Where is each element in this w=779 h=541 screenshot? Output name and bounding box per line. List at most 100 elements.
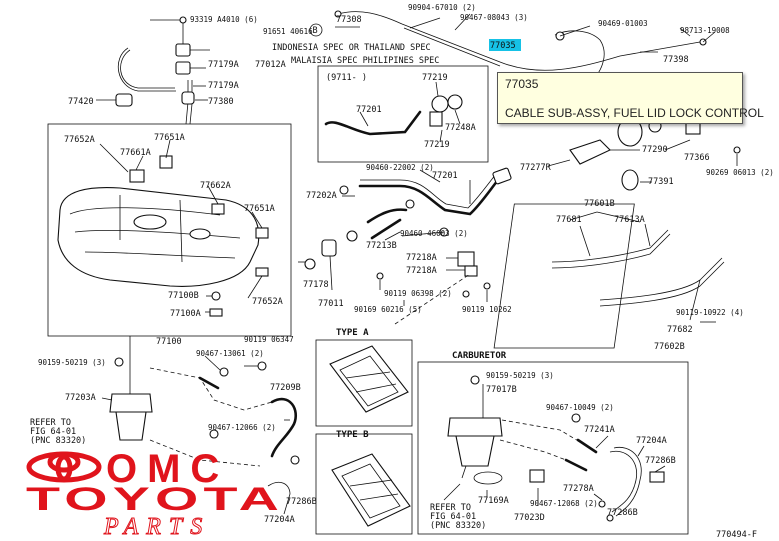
type-a-label: TYPE A xyxy=(336,328,369,338)
part-label[interactable]: 90119 10262 xyxy=(462,305,512,314)
part-label[interactable]: 77602B xyxy=(654,342,685,352)
refer-note-right-line3: (PNC 83320) xyxy=(430,521,486,531)
part-label[interactable]: 77209B xyxy=(270,383,301,393)
part-label[interactable]: 77308 xyxy=(336,15,362,25)
part-label[interactable]: 77682 xyxy=(667,325,693,335)
part-label[interactable]: 77100B xyxy=(168,291,199,301)
part-label[interactable]: 77179A xyxy=(208,60,239,70)
part-label[interactable]: 77420 xyxy=(68,97,94,107)
logo-parts: PARTS xyxy=(103,514,210,540)
part-label[interactable]: 90467-13061 (2) xyxy=(196,349,264,358)
part-label[interactable]: 77601B xyxy=(584,199,615,209)
refer-note-right-line1: REFER TO xyxy=(430,503,471,513)
part-label[interactable]: 90904-67010 (2) xyxy=(408,3,476,12)
part-label[interactable]: 77613A xyxy=(614,215,645,225)
part-label[interactable]: 90460-46003 (2) xyxy=(400,229,468,238)
part-label[interactable]: 77277R xyxy=(520,163,552,173)
part-label[interactable]: 77213B xyxy=(366,241,397,251)
part-label[interactable]: 77248A xyxy=(445,123,476,133)
part-label[interactable]: 90119-10922 (4) xyxy=(676,308,744,317)
type-b-bracket xyxy=(331,453,411,527)
part-label[interactable]: 90159-50219 (3) xyxy=(38,358,106,367)
selected-part-highlight[interactable] xyxy=(489,39,521,51)
part-label[interactable]: 77391 xyxy=(648,177,674,187)
part-label[interactable]: 77100 xyxy=(156,337,182,347)
part-label[interactable]: 77100A xyxy=(170,309,201,319)
spec-inset-frame xyxy=(317,65,489,163)
spec-note-line2: MALAISIA SPEC PHILIPINES SPEC xyxy=(291,56,439,66)
part-label[interactable]: 90469-01003 xyxy=(598,19,648,28)
part-label[interactable]: 77202A xyxy=(306,191,337,201)
type-a-frame xyxy=(315,339,413,427)
fuel-tank xyxy=(57,139,269,317)
part-label[interactable]: 90269 06013 (2) xyxy=(706,168,774,177)
part-label[interactable]: 77651A xyxy=(154,133,185,143)
part-label[interactable]: 77169A xyxy=(478,496,509,506)
part-label[interactable]: 90467-08043 (3) xyxy=(460,13,528,22)
part-label[interactable]: 77652A xyxy=(252,297,283,307)
part-label[interactable]: 77011 xyxy=(318,299,344,309)
tooltip-part-description: CABLE SUB-ASSY, FUEL LID LOCK CONTROL xyxy=(505,106,764,120)
part-label[interactable]: 77218A xyxy=(406,266,437,276)
part-label[interactable]: 90169 60216 (5) xyxy=(354,305,422,314)
part-label[interactable]: 77201 xyxy=(432,171,458,181)
part-label[interactable]: 77662A xyxy=(200,181,231,191)
part-label[interactable]: 77204A xyxy=(264,515,295,525)
part-label[interactable]: 77286B xyxy=(286,497,317,507)
part-label[interactable]: 77681 xyxy=(556,215,582,225)
refer-note-right-line2: FIG 64-01 xyxy=(430,512,476,522)
part-label[interactable]: 93319 A4010 (6) xyxy=(190,15,258,24)
part-label[interactable]: 77204A xyxy=(636,436,667,446)
part-label[interactable]: 77366 xyxy=(684,153,710,163)
part-label[interactable]: 77203A xyxy=(65,393,96,403)
carburetor-label: CARBURETOR xyxy=(452,351,507,361)
part-label[interactable]: 77652A xyxy=(64,135,95,145)
part-label[interactable]: 77219 xyxy=(424,140,450,150)
part-label[interactable]: 77380 xyxy=(208,97,234,107)
filler-neck-assembly xyxy=(298,167,512,325)
refer-note-left-line2: FIG 64-01 xyxy=(30,427,76,437)
fuel-sender-assembly xyxy=(101,336,300,515)
part-label[interactable]: 77219 xyxy=(422,73,448,83)
band-frame xyxy=(493,203,635,349)
part-label[interactable]: 90119 06398 (2) xyxy=(384,289,452,298)
part-label[interactable]: 90460-22002 (2) xyxy=(366,163,434,172)
part-label[interactable]: 77398 xyxy=(663,55,689,65)
part-label[interactable]: 90159-50219 (3) xyxy=(486,371,554,380)
carburetor-frame xyxy=(417,361,689,535)
part-label[interactable]: 77286B xyxy=(645,456,676,466)
part-label[interactable]: 90467-12066 (2) xyxy=(208,423,276,432)
spec-note-line1: INDONESIA SPEC OR THAILAND SPEC xyxy=(272,43,431,53)
part-label[interactable]: 77278A xyxy=(563,484,594,494)
omc-toyota-parts-logo: OMC TOYOTA PARTS xyxy=(26,450,284,540)
selected-part-code[interactable]: 77035 xyxy=(490,41,516,51)
part-label[interactable]: 77178 xyxy=(303,280,329,290)
part-label[interactable]: 77179A xyxy=(208,81,239,91)
figure-code: 770494-F xyxy=(716,530,757,540)
part-label[interactable]: 77241A xyxy=(584,425,615,435)
inset-filler-neck xyxy=(324,81,463,143)
part-label[interactable]: 90467-10049 (2) xyxy=(546,403,614,412)
tooltip-part-code: 77035 xyxy=(505,77,539,91)
part-label[interactable]: 77201 xyxy=(356,105,382,115)
part-label[interactable]: 77651A xyxy=(244,204,275,214)
part-label[interactable]: 77290 xyxy=(642,145,668,155)
part-label[interactable]: 77017B xyxy=(486,385,517,395)
refer-note-left-line3: (PNC 83320) xyxy=(30,436,86,446)
part-label[interactable]: 90119 06347 xyxy=(244,335,294,344)
part-label[interactable]: 98713-19008 xyxy=(680,26,730,35)
logo-toyota: TOYOTA xyxy=(26,481,284,517)
part-label[interactable]: 90467-12068 (2) xyxy=(530,499,598,508)
callout-circle-b-letter: B xyxy=(313,26,318,36)
vent-tube-assembly xyxy=(96,16,210,125)
callout-circle-b xyxy=(309,23,323,37)
part-label[interactable]: 77012A xyxy=(255,60,286,70)
type-b-label: TYPE B xyxy=(336,430,369,440)
part-label[interactable]: 91651 40616 xyxy=(263,27,313,36)
part-label[interactable]: 77218A xyxy=(406,253,437,263)
part-label[interactable]: 77023D xyxy=(514,513,545,523)
part-label[interactable]: 77661A xyxy=(120,148,151,158)
carburetor-sender-assembly xyxy=(443,375,666,522)
part-label[interactable]: 77286B xyxy=(607,508,638,518)
